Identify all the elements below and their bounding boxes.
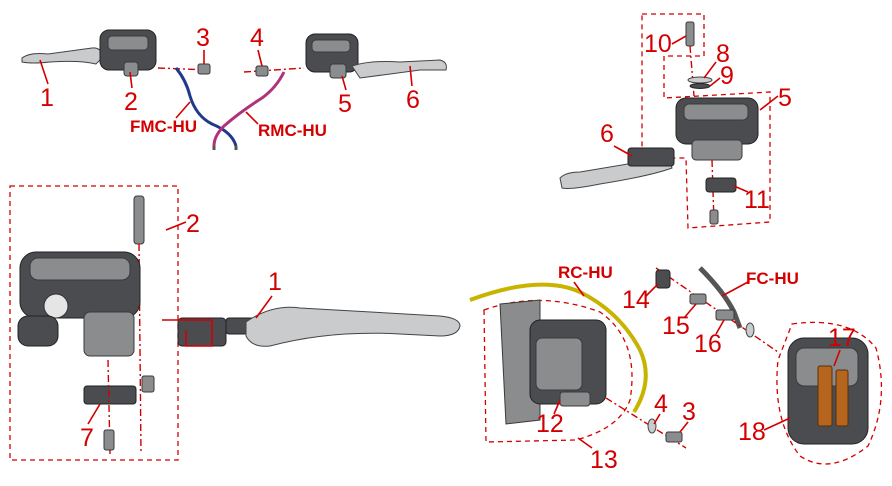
front-caliper-assembly [655, 266, 883, 465]
top-bolt [133, 195, 145, 245]
callout-4-bottom: 4 [654, 390, 668, 418]
fc-hu-label: FC-HU [746, 269, 799, 288]
callout-14: 14 [622, 286, 650, 314]
left-master-cylinder-exploded [9, 185, 461, 461]
callout-1-bottom: 1 [268, 268, 282, 296]
callout-7: 7 [80, 424, 94, 452]
left-brake-lever [21, 47, 105, 65]
callout-6-right: 6 [600, 120, 614, 148]
callout-11: 11 [744, 186, 770, 214]
rmc-hu-label: RMC-HU [258, 121, 327, 140]
sight-glass [43, 293, 69, 319]
bolt-10 [685, 21, 695, 47]
right-brake-lever [351, 59, 447, 79]
washer-8 [687, 76, 713, 84]
rear-caliper-assembly [469, 282, 687, 449]
callout-17: 17 [828, 324, 856, 352]
callout-2-top: 2 [124, 88, 138, 116]
fmc-hose [174, 67, 238, 147]
banjo-bolt-right [255, 65, 269, 77]
rc-hu-label: RC-HU [558, 263, 613, 282]
top-callouts: 1 2 3 4 5 6 FMC-HU RMC-HU [39, 24, 420, 140]
brake-pads-17 [817, 365, 833, 427]
callout-18: 18 [738, 418, 766, 446]
right-master-cylinder-exploded [559, 13, 771, 229]
callout-13: 13 [590, 446, 618, 474]
fmc-hu-label: FMC-HU [130, 117, 197, 136]
bolt-14 [655, 269, 671, 289]
callout-5-top: 5 [338, 90, 352, 118]
rmc-hose [212, 71, 286, 147]
bottom-right-callouts: RC-HU FC-HU 14 15 16 17 18 12 13 4 3 [536, 263, 856, 474]
callout-3-top: 3 [196, 24, 210, 52]
fitting-15 [689, 293, 707, 305]
washer-9 [689, 83, 711, 89]
callout-12: 12 [536, 410, 564, 438]
callout-1-top: 1 [40, 84, 54, 112]
bracket-11 [705, 177, 737, 193]
callout-3-bottom: 3 [682, 398, 696, 426]
rc-hose [469, 282, 648, 414]
left-mc-lever [245, 306, 461, 347]
callout-8: 8 [716, 40, 730, 68]
callout-2-bottom: 2 [186, 210, 200, 238]
callout-16: 16 [694, 330, 722, 358]
bracket-7 [83, 385, 137, 405]
callout-9: 9 [720, 62, 734, 90]
callout-6-top: 6 [406, 86, 420, 114]
fitting-16 [715, 309, 735, 321]
callout-4-top: 4 [250, 24, 264, 52]
callout-10: 10 [644, 30, 672, 58]
banjo-bolt-left [197, 63, 211, 75]
top-overview-assembly [21, 29, 447, 150]
banjo-bolt-3 [665, 431, 683, 443]
washer-4 [647, 418, 657, 434]
bottom-left-callouts: 2 1 7 [80, 210, 282, 452]
callout-5-right: 5 [778, 84, 792, 112]
top-right-callouts: 10 8 9 5 6 11 [600, 30, 792, 214]
